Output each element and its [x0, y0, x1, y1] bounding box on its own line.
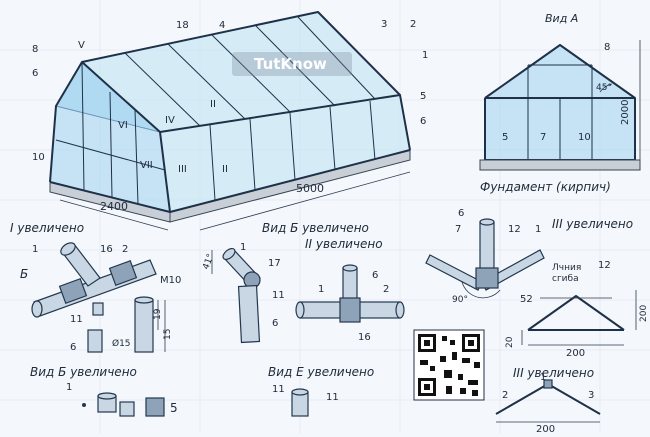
iii-zoom-title: III увеличено — [552, 217, 633, 231]
watermark-text: TutKnow — [254, 55, 327, 73]
iii-6: 6 — [458, 208, 464, 219]
length-5000: 5000 — [296, 182, 324, 195]
i-6: 6 — [70, 342, 76, 353]
label-6: 6 — [32, 68, 38, 79]
vid-a-2000: 2000 — [620, 100, 631, 125]
detail-vid-e — [291, 388, 309, 417]
qr-code — [413, 329, 485, 401]
bend-label-1: Лчния — [552, 263, 581, 273]
roman-II-b: II — [222, 164, 228, 175]
vid-a-5: 5 — [502, 132, 508, 143]
label-18: 18 — [176, 20, 189, 31]
b-11: 11 — [272, 290, 285, 301]
roman-IV: IV — [165, 115, 175, 126]
bend-200-w: 200 — [566, 348, 585, 359]
i-m10: M10 — [160, 275, 181, 286]
label-6b: 6 — [420, 116, 426, 127]
vid-a-45: 45° — [596, 83, 612, 93]
foundation-caption: Фундамент (кирпич) — [480, 180, 611, 194]
detail-iii-2 — [495, 379, 601, 423]
ve-11b: 11 — [326, 392, 339, 403]
view-a — [479, 40, 641, 171]
detail-bend — [521, 290, 637, 346]
vid-a-8: 8 — [604, 42, 610, 53]
vid-a-title: Вид А — [545, 12, 578, 25]
roman-V: V — [78, 40, 85, 51]
roman-III: III — [178, 164, 187, 175]
label-1: 1 — [422, 50, 428, 61]
iii2-2: 2 — [502, 390, 508, 401]
ii-6: 6 — [372, 270, 378, 281]
iii-90: 90° — [452, 295, 468, 305]
detail-iii — [425, 218, 545, 299]
iii-1: 1 — [535, 224, 541, 235]
vb2-1: 1 — [66, 382, 72, 393]
detail-ii — [295, 264, 405, 323]
vid-b2-title: Вид Б увеличено — [30, 365, 137, 379]
i-11: 11 — [70, 314, 83, 325]
i-b: Б — [20, 267, 28, 281]
detail-vid-b — [211, 247, 261, 344]
i-2: 2 — [122, 244, 128, 255]
i-zoom-title: I увеличено — [10, 221, 84, 235]
bend-200-h: 200 — [639, 305, 649, 322]
greenhouse-main — [49, 11, 411, 231]
ii-2: 2 — [383, 284, 389, 295]
i-d15: Ø15 — [112, 338, 131, 349]
vid-a-10: 10 — [578, 132, 591, 143]
iii2-3: 3 — [588, 390, 594, 401]
vid-b-title: Вид Б увеличено — [262, 221, 369, 235]
bend-20: 20 — [505, 336, 515, 348]
detail-i — [31, 242, 166, 353]
vb2-5: 5 — [170, 401, 178, 415]
iii-12: 12 — [508, 224, 521, 235]
i-19: 19 — [153, 308, 163, 320]
ii-16: 16 — [358, 332, 371, 343]
i-16: 16 — [100, 244, 113, 255]
ii-zoom-title: II увеличено — [305, 237, 383, 251]
b-6: 6 — [272, 318, 278, 329]
bend-52: 52 — [520, 294, 533, 305]
vid-a-7: 7 — [540, 132, 546, 143]
iii-zoom2-title: III увеличено — [513, 366, 594, 380]
roman-VII: VII — [140, 160, 153, 171]
label-8: 8 — [32, 44, 38, 55]
bend-12: 12 — [598, 260, 611, 271]
label-2: 2 — [410, 19, 416, 30]
iii2-200: 200 — [536, 424, 555, 433]
b-17: 17 — [268, 258, 281, 269]
b-1: 1 — [240, 242, 246, 253]
i-1: 1 — [32, 244, 38, 255]
i-15: 15 — [163, 329, 173, 340]
iii2-1: 1 — [540, 372, 546, 383]
detail-vid-b-2 — [82, 392, 165, 417]
label-4: 4 — [219, 20, 225, 31]
bend-label-2: сгиба — [552, 274, 579, 284]
label-10: 10 — [32, 152, 45, 163]
b-41: 41° — [201, 253, 216, 271]
watermark-box — [232, 52, 352, 76]
roman-VI: VI — [118, 120, 128, 131]
length-2400: 2400 — [100, 200, 128, 213]
label-3: 3 — [381, 19, 387, 30]
roman-II: II — [210, 99, 216, 110]
label-5: 5 — [420, 91, 426, 102]
ii-1: 1 — [318, 284, 324, 295]
iii-7: 7 — [455, 224, 461, 235]
vid-e-title: Вид Е увеличено — [268, 365, 374, 379]
ve-11a: 11 — [272, 384, 285, 395]
